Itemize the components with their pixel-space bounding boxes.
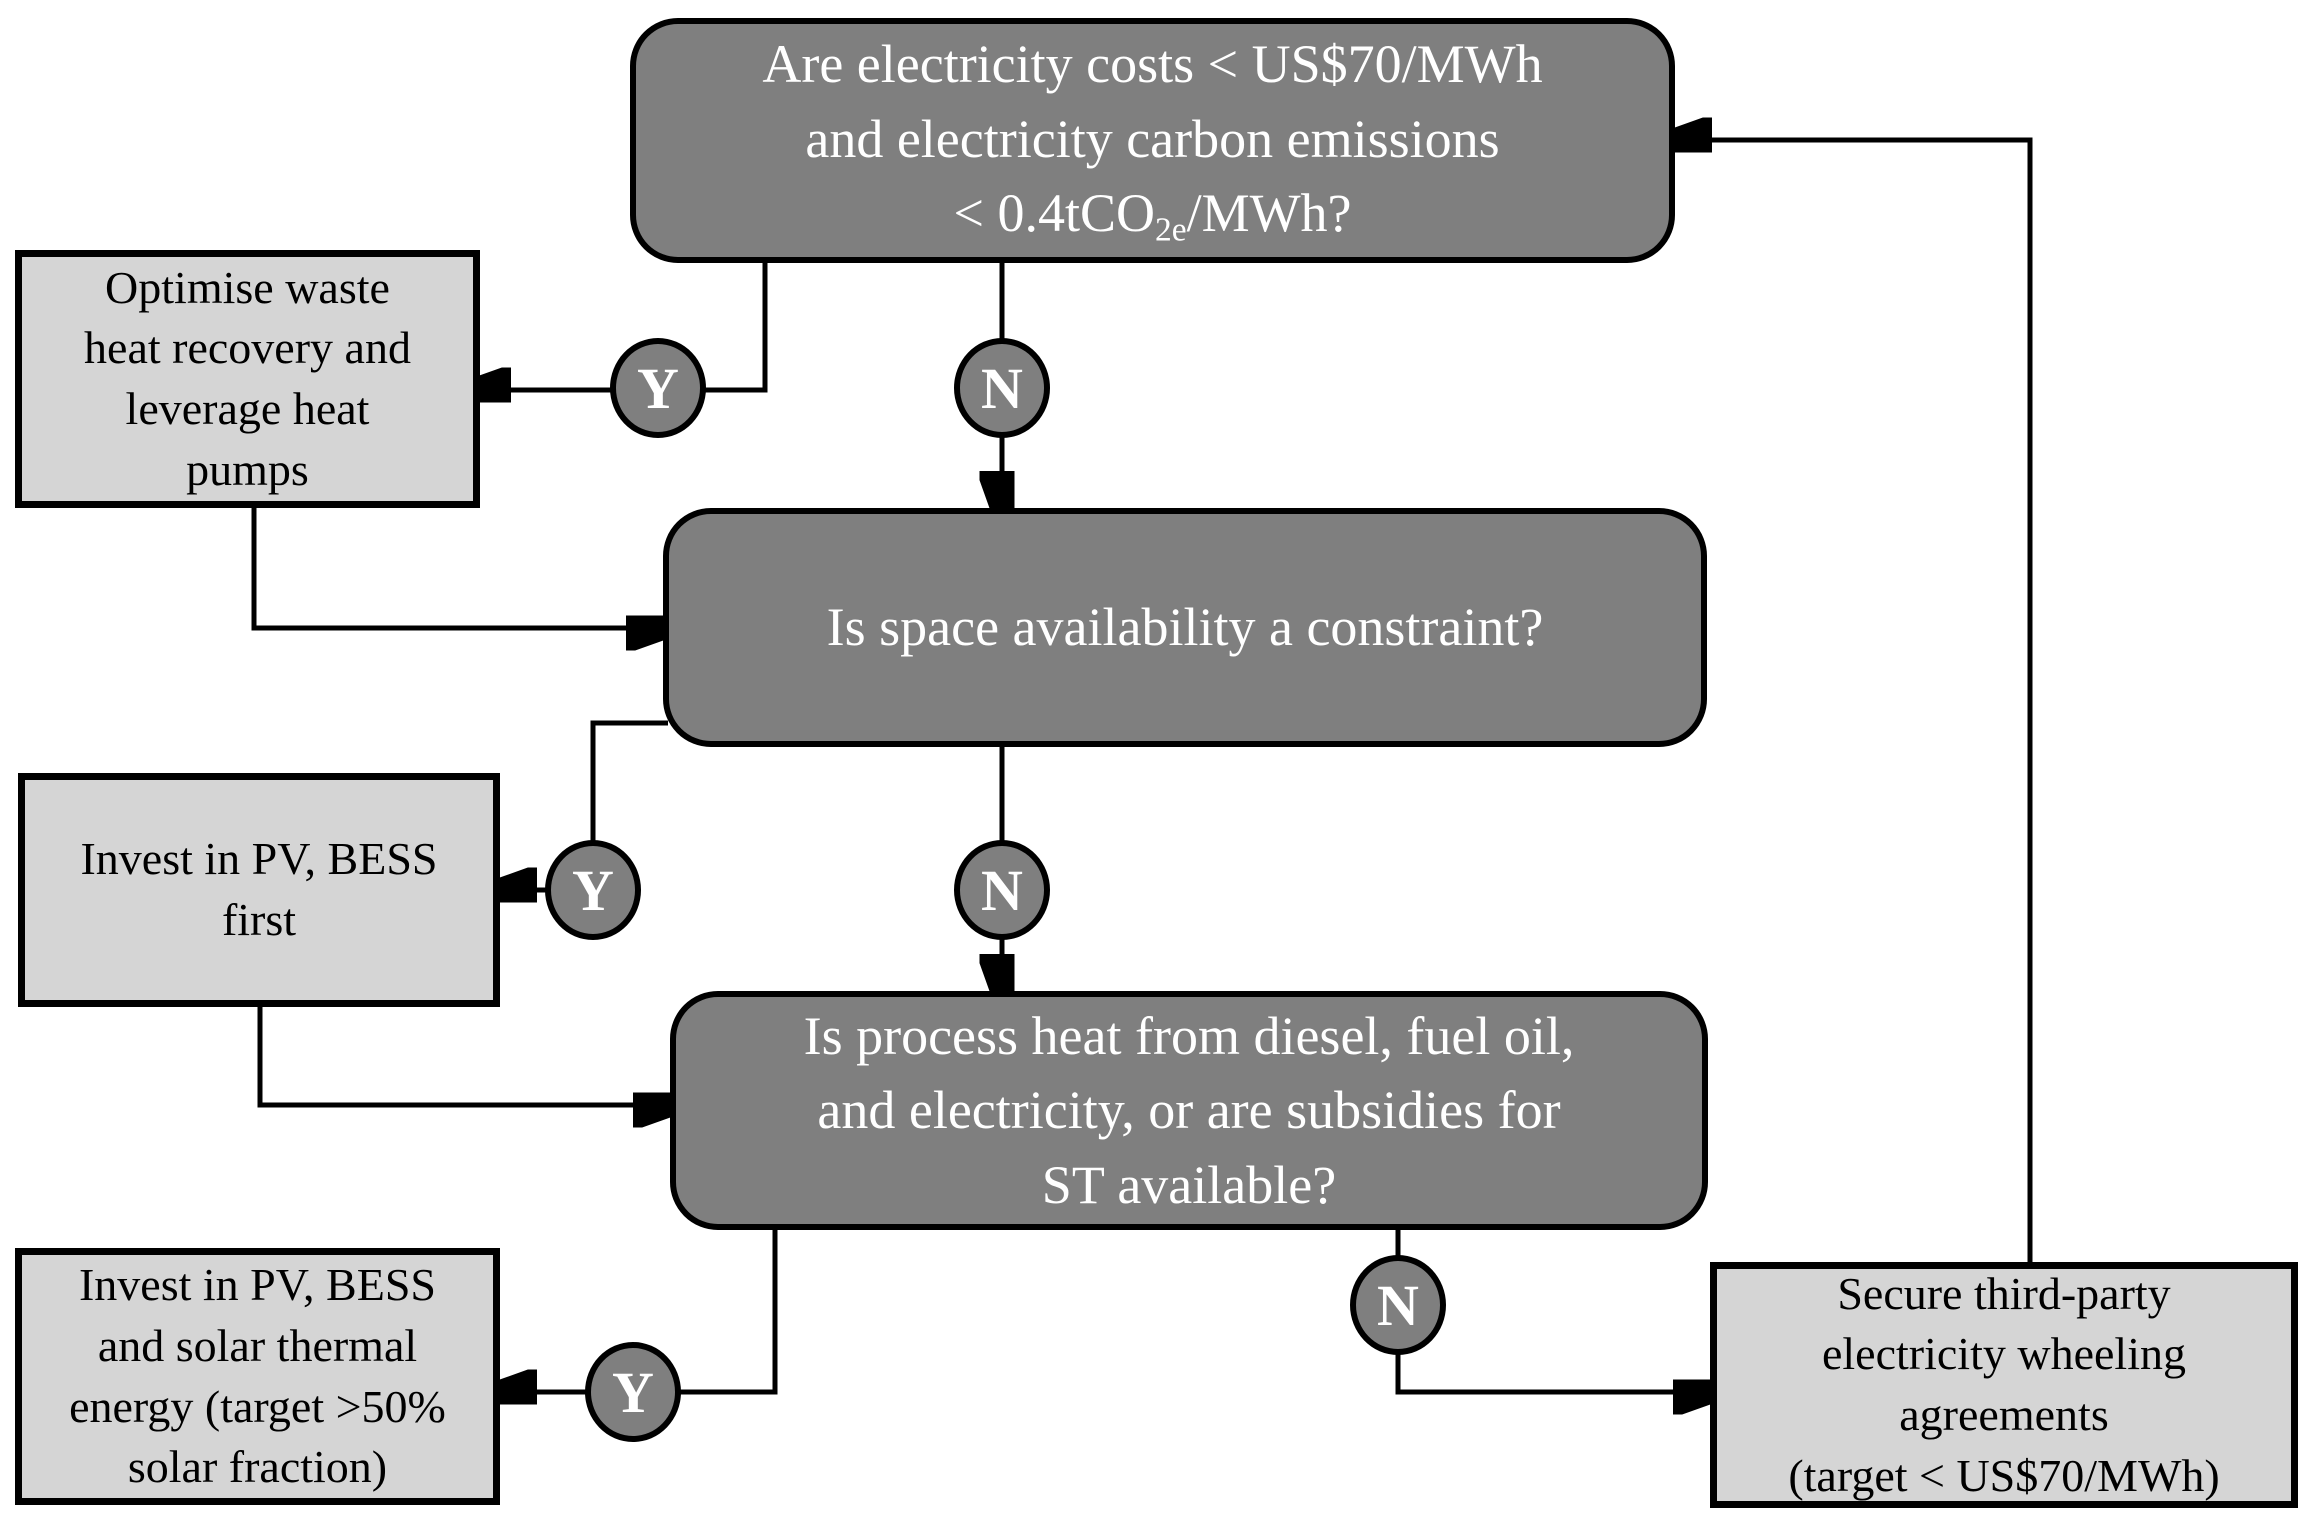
yes-badge-q3: Y: [585, 1342, 681, 1442]
yes-badge-q2: Y: [545, 840, 641, 940]
text-line: pumps: [186, 443, 309, 495]
text-line: Are electricity costs < US$70/MWh: [762, 34, 1543, 95]
text-line: < 0.4tCO2e/MWh?: [953, 183, 1352, 249]
decision-process-heat-source: Is process heat from diesel, fuel oil, a…: [670, 991, 1708, 1230]
text-line: electricity wheeling: [1821, 1328, 2186, 1380]
text-line: solar fraction): [127, 1441, 388, 1493]
action-invest-pv-bess-first: Invest in PV, BESS first: [18, 773, 500, 1007]
text-line: agreements: [1899, 1389, 2109, 1440]
text-line: first: [221, 894, 297, 945]
text-line: (target < US$70/MWh): [1788, 1449, 2220, 1501]
text-line: heat recovery and: [84, 322, 411, 374]
text-line: Invest in PV, BESS: [80, 833, 438, 885]
edge-q1-yes: [480, 263, 768, 390]
text-line: ST available?: [1041, 1154, 1337, 1215]
edge-secure-to-q1: [1681, 140, 2033, 1262]
text-line: Secure third-party: [1837, 1267, 2171, 1319]
text-line: and electricity, or are subsidies for: [817, 1080, 1561, 1141]
co2e-subscript: 2e: [1154, 211, 1187, 249]
edge-investpv-to-q3: [257, 1007, 664, 1105]
decision-space-availability: Is space availability a constraint?: [663, 508, 1707, 747]
edge-optimise-to-q2: [251, 508, 657, 628]
yes-badge-q1: Y: [610, 338, 706, 438]
no-badge-q3: N: [1350, 1255, 1446, 1355]
action-invest-pv-bess-solar-thermal: Invest in PV, BESS and solar thermal ene…: [15, 1248, 500, 1505]
no-badge-q1: N: [954, 338, 1050, 438]
action-secure-wheeling-agreements: Secure third-party electricity wheeling …: [1710, 1262, 2298, 1508]
text-line: Is process heat from diesel, fuel oil,: [803, 1005, 1575, 1066]
decision-electricity-cost-emissions: Are electricity costs < US$70/MWh and el…: [630, 18, 1675, 263]
text-line: and electricity carbon emissions: [805, 108, 1500, 169]
text-line: and solar thermal: [97, 1319, 418, 1371]
no-badge-q2: N: [954, 840, 1050, 940]
text-line: energy (target >50%: [69, 1380, 446, 1432]
text-line: Optimise waste: [105, 261, 390, 313]
action-optimise-waste-heat: Optimise waste heat recovery and leverag…: [15, 250, 480, 508]
text-line: Invest in PV, BESS: [78, 1259, 437, 1311]
text-line: Is space availability a constraint?: [826, 597, 1544, 658]
text-line: leverage heat: [125, 383, 370, 434]
